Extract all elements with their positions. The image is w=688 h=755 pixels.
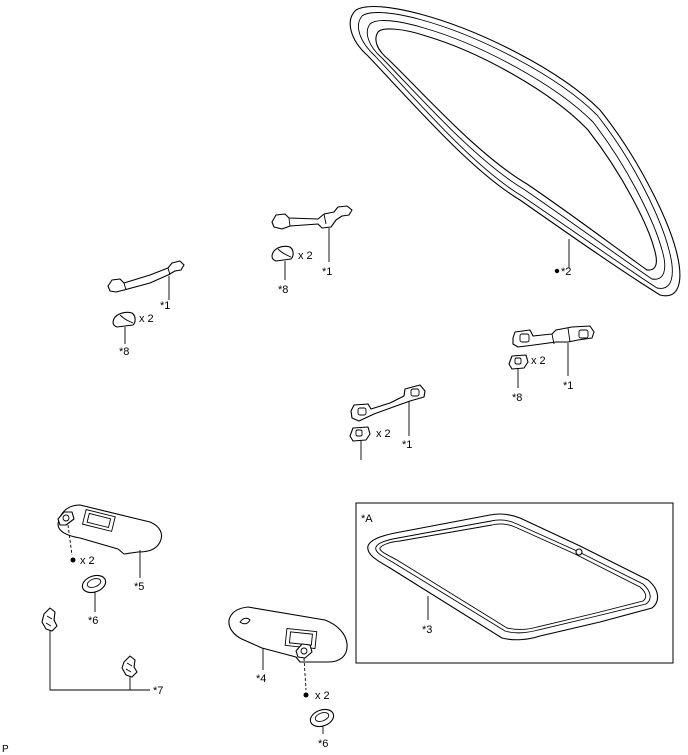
sun-visor-left xyxy=(57,504,163,555)
callout-8-right-label: *8 xyxy=(512,392,522,404)
callout-5: *5 xyxy=(134,550,144,593)
qty-visor-right: x 2 xyxy=(315,690,330,702)
assist-grip-middle xyxy=(350,384,426,422)
callout-5-label: *5 xyxy=(134,581,144,593)
callout-1-left: *1 xyxy=(160,276,170,312)
qty-middle: x 2 xyxy=(376,428,391,440)
bullet-dot xyxy=(554,268,560,274)
visor-holder-lower xyxy=(121,655,138,678)
callout-7: *7 xyxy=(49,630,163,697)
callout-8-left: *8 xyxy=(119,327,129,358)
callout-6-left: *6 xyxy=(88,592,98,627)
callout-4: *4 xyxy=(256,648,266,685)
cover-clip-middle xyxy=(349,426,371,442)
callout-7-label: *7 xyxy=(153,685,163,697)
callout-6-left-label: *6 xyxy=(88,615,98,627)
callout-2-label: *2 xyxy=(561,266,571,278)
callout-1-middle: *1 xyxy=(402,401,412,451)
cover-clip-left xyxy=(112,311,136,328)
callout-1-center-label: *1 xyxy=(322,266,332,278)
inset-label: *A xyxy=(361,513,373,525)
callout-1-left-label: *1 xyxy=(160,300,170,312)
callout-4-label: *4 xyxy=(256,673,266,685)
inset-box: *A *3 xyxy=(355,502,674,664)
visor-cover-left xyxy=(81,574,107,594)
assist-grip-right xyxy=(512,325,595,348)
visor-cover-right xyxy=(309,708,335,728)
callout-2: *2 xyxy=(554,239,571,278)
callout-8-left-label: *8 xyxy=(119,346,129,358)
assist-grip-left xyxy=(107,260,185,293)
callout-8-center-label: *8 xyxy=(278,284,288,296)
assist-grip-center xyxy=(271,205,353,230)
back-door-weatherstrip xyxy=(349,6,681,297)
qty-center: x 2 xyxy=(298,250,313,262)
callout-8-center: *8 xyxy=(278,261,288,296)
callout-3: *3 xyxy=(422,596,432,636)
callout-6-right-label: *6 xyxy=(318,738,328,750)
qty-visor-left: x 2 xyxy=(80,555,95,567)
visor-screw-left xyxy=(67,524,76,563)
callout-1-right-label: *1 xyxy=(563,380,573,392)
visor-holder-upper xyxy=(41,607,58,632)
callout-1-center: *1 xyxy=(322,228,332,278)
callout-3-label: *3 xyxy=(422,624,432,636)
visor-screw-right xyxy=(303,657,309,698)
figure-code: P xyxy=(2,744,9,755)
cover-clip-right xyxy=(508,354,529,370)
callout-6-right: *6 xyxy=(318,726,328,750)
callout-1-right: *1 xyxy=(563,343,573,392)
cover-clip-center xyxy=(271,245,294,262)
callout-8-right: *8 xyxy=(512,369,522,404)
qty-left: x 2 xyxy=(139,313,154,325)
glass-weatherstrip xyxy=(367,513,659,641)
qty-right: x 2 xyxy=(531,355,546,367)
callout-1-middle-label: *1 xyxy=(402,439,412,451)
sun-visor-right xyxy=(228,606,348,663)
